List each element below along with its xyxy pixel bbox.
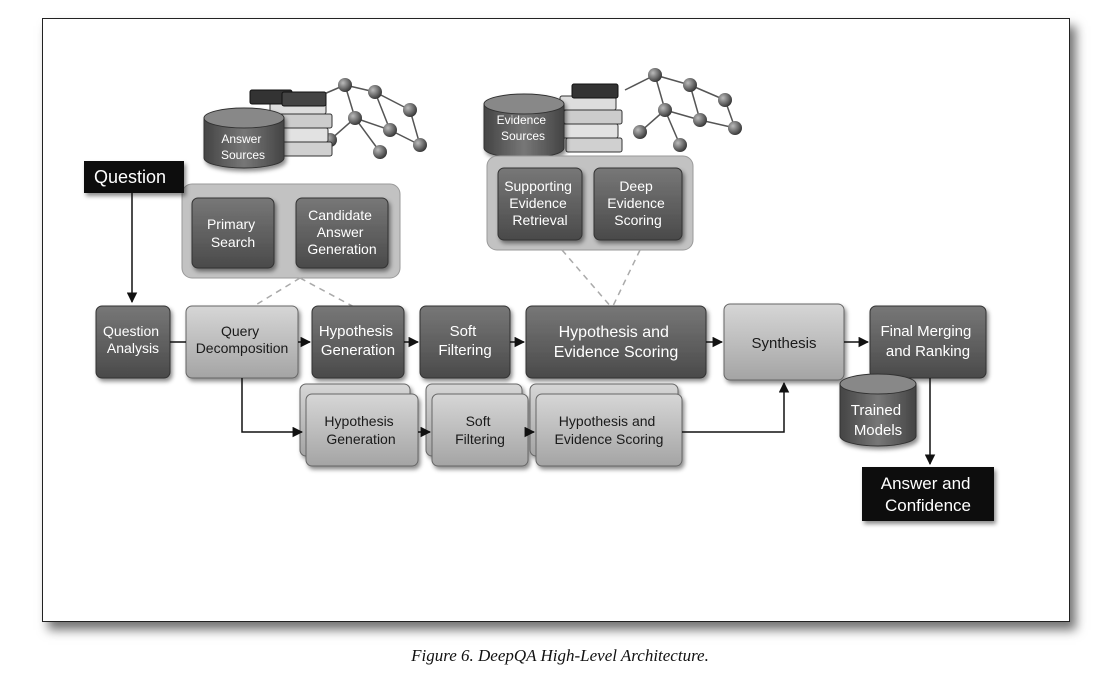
question-label: Question — [94, 167, 166, 187]
answer-line1: Answer and — [881, 474, 971, 493]
final-merging-label: Final Merging and Ranking — [880, 323, 975, 360]
qa-line1: Question — [103, 323, 159, 339]
dashed-connectors — [253, 249, 641, 309]
answer-label-box — [862, 467, 994, 521]
question-analysis-label: Question Analysis — [103, 323, 163, 356]
supporting-line3: Retrieval — [512, 212, 567, 228]
hypothesis-evidence-scoring-label: Hypothesis and Evidence Scoring — [554, 324, 679, 361]
evidence-sources-network-icon — [624, 68, 742, 152]
psf-line1: Soft — [466, 413, 491, 429]
question-label-box — [84, 161, 184, 193]
qd-line1: Query — [221, 323, 259, 339]
phes-line1: Hypothesis and — [559, 413, 656, 429]
parallel-soft-filtering-label: Soft Filtering — [455, 413, 505, 447]
parallel-hypothesis-evidence-scoring-box — [535, 393, 683, 467]
parallel-soft-filtering-box — [431, 393, 529, 467]
answer-sources-cylinder — [203, 107, 285, 169]
answer-sources-line2: Sources — [221, 148, 265, 162]
hg-line2: Generation — [321, 342, 395, 359]
sf-line1: Soft — [450, 323, 478, 340]
deep-line1: Deep — [619, 178, 653, 194]
parallel-hypothesis-evidence-scoring-label: Hypothesis and Evidence Scoring — [555, 413, 664, 447]
final-merging-box — [869, 305, 987, 379]
fm-line1: Final Merging — [880, 323, 971, 340]
sf-line2: Filtering — [438, 342, 491, 359]
candidate-answer-generation-box — [295, 197, 389, 269]
phg-line1: Hypothesis — [324, 413, 393, 429]
candidate-line1: Candidate — [308, 207, 372, 223]
answer-sources-label: Answer Sources — [221, 132, 265, 162]
architecture-diagram: Answer Sources — [84, 68, 994, 521]
deep-evidence-scoring-label: Deep Evidence Scoring — [607, 178, 668, 228]
hypothesis-evidence-scoring-box — [525, 305, 707, 379]
evidence-sources-books-icon — [557, 83, 623, 153]
phes-line2: Evidence Scoring — [555, 431, 664, 447]
candidate-line3: Generation — [307, 241, 376, 257]
parallel-hypothesis-generation-label: Hypothesis Generation — [324, 413, 397, 447]
deep-evidence-scoring-box — [593, 167, 683, 241]
qd-line2: Decomposition — [196, 340, 289, 356]
answer-line2: Confidence — [885, 496, 971, 515]
phg-line2: Generation — [326, 431, 395, 447]
evidence-sources-line1: Evidence — [497, 113, 547, 127]
evidence-sources-cylinder — [483, 93, 565, 159]
trained-models-label: Trained Models — [851, 402, 905, 439]
tm-line1: Trained — [851, 402, 901, 419]
hes-line2: Evidence Scoring — [554, 344, 679, 361]
evidence-sources-line2: Sources — [501, 129, 545, 143]
supporting-evidence-retrieval-box — [497, 167, 583, 241]
query-decomposition-label: Query Decomposition — [196, 323, 289, 356]
deep-line3: Scoring — [614, 212, 661, 228]
figure-caption: Figure 6. DeepQA High-Level Architecture… — [411, 646, 709, 665]
qa-line2: Analysis — [107, 340, 159, 356]
soft-filtering-label: Soft Filtering — [438, 323, 491, 359]
hes-line1: Hypothesis and — [559, 324, 669, 341]
primary-search-line1: Primary — [207, 216, 255, 232]
deep-line2: Evidence — [607, 195, 665, 211]
parallel-arrows — [241, 378, 790, 438]
primary-search-line2: Search — [211, 234, 255, 250]
fm-line2: and Ranking — [886, 343, 970, 360]
candidate-answer-generation-label: Candidate Answer Generation — [307, 207, 376, 257]
primary-search-label: Primary Search — [207, 216, 259, 250]
primary-search-box — [191, 197, 275, 269]
answer-sources-network-icon — [309, 78, 427, 159]
answer-label: Answer and Confidence — [881, 474, 976, 515]
supporting-evidence-retrieval-label: Supporting Evidence Retrieval — [504, 178, 576, 228]
evidence-sources-label: Evidence Sources — [497, 113, 550, 143]
answer-sources-line1: Answer — [221, 132, 261, 146]
candidate-line2: Answer — [317, 224, 364, 240]
supporting-line2: Evidence — [509, 195, 567, 211]
supporting-line1: Supporting — [504, 178, 572, 194]
synthesis-label: Synthesis — [751, 335, 816, 352]
answer-sources-group: Answer Sources — [203, 78, 427, 169]
parallel-hypothesis-generation-box — [305, 393, 419, 467]
trained-models-cylinder — [839, 373, 917, 447]
hypothesis-generation-label: Hypothesis Generation — [319, 323, 397, 359]
tm-line2: Models — [854, 422, 902, 439]
evidence-sources-group: Evidence Sources — [483, 68, 742, 159]
hg-line1: Hypothesis — [319, 323, 393, 340]
psf-line2: Filtering — [455, 431, 505, 447]
